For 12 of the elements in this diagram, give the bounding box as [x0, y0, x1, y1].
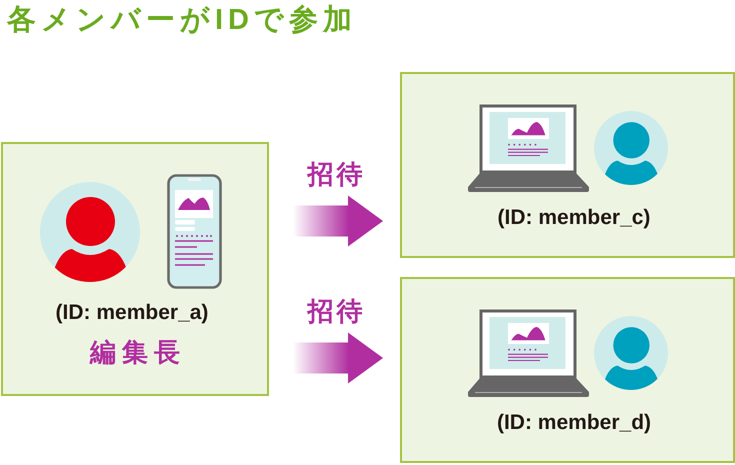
- role-label: 編集長: [88, 336, 186, 368]
- member-id-label: (ID: member_c): [498, 205, 650, 231]
- member-card: [400, 277, 735, 463]
- member-card: [1, 142, 269, 396]
- edge-label: 招待: [304, 159, 366, 189]
- edge-label: 招待: [304, 296, 366, 326]
- member-card: [400, 72, 735, 258]
- arrow: [293, 196, 383, 246]
- member-id-label: (ID: member_d): [496, 410, 652, 436]
- member-id-label: (ID: member_a): [56, 300, 208, 326]
- arrow: [293, 332, 383, 384]
- diagram-title: 各メンバーがIDで参加: [7, 3, 357, 38]
